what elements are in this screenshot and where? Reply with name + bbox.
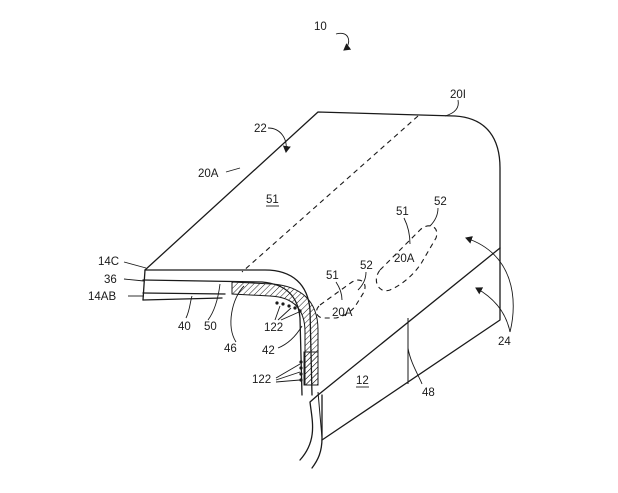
arrow-10: [335, 32, 352, 51]
label-region-a-51: 51: [326, 270, 339, 282]
label-sensor-top: 122: [264, 322, 283, 334]
label-left-edge: 20A: [198, 168, 219, 180]
layer-stack-left-edge: [142, 269, 146, 301]
leader-122-lower-b: [275, 371, 301, 381]
label-lower-face: 12: [356, 375, 369, 387]
label-region-a-20A: 20A: [332, 307, 353, 319]
top-face-outline: [144, 111, 501, 271]
leader-region-b-52: [429, 207, 439, 227]
leader-122-upper-b: [277, 307, 292, 321]
front-corner: [299, 247, 501, 461]
label-layer-mid: 36: [104, 274, 117, 286]
region-a: [315, 279, 366, 319]
leader-region-a-51: [335, 281, 343, 301]
leader-48: [407, 347, 423, 385]
labels: 10 20I 22 20A 51 51 52 20A 51 52 20A 14C…: [88, 21, 511, 399]
sensor-dots-upper: [275, 301, 302, 313]
flex-circuit: [231, 281, 319, 386]
label-region-a-52: 52: [360, 260, 373, 272]
label-region-b-52: 52: [434, 196, 447, 208]
leader-50: [207, 283, 221, 321]
layer-stack-bottom: [142, 292, 226, 295]
label-lower-arrow: 48: [422, 387, 435, 399]
label-layer-top: 14C: [98, 256, 119, 268]
fold-line: [241, 115, 419, 273]
leaders: [123, 32, 514, 385]
leader-122-lower-c: [275, 379, 301, 383]
leader-40: [185, 295, 193, 319]
label-top-edge: 20I: [450, 89, 466, 101]
label-inner-mid: 50: [204, 321, 217, 333]
label-top-face: 22: [254, 123, 267, 135]
label-bend-mark: 46: [224, 343, 237, 355]
region-a-outline: [315, 279, 366, 319]
label-side-face-arrow: 24: [498, 336, 511, 348]
label-sensor-bottom: 122: [252, 374, 271, 386]
arrow-24-lower: [475, 287, 511, 333]
corner-seam: [317, 391, 323, 439]
inner-wall: [142, 297, 223, 301]
leader-14C: [123, 261, 147, 269]
sensor-dots-lower: [299, 360, 303, 382]
leader-122-upper-c: [280, 311, 300, 321]
label-device: 10: [314, 21, 327, 33]
leader-122-lower: [275, 363, 301, 379]
front-edge-inner: [311, 394, 323, 469]
side-face-right: [321, 247, 501, 441]
leader-122-upper: [274, 305, 281, 321]
region-b: [375, 225, 438, 292]
leader-46: [230, 285, 245, 343]
label-region-b-20A: 20A: [394, 253, 415, 265]
label-bend-mid: 42: [262, 345, 275, 357]
label-inner-left: 40: [178, 321, 191, 333]
leader-20A: [225, 167, 241, 173]
arrow-22: [267, 127, 291, 153]
label-region-b-51: 51: [396, 206, 409, 218]
leader-20I: [444, 99, 459, 117]
label-layer-bottom: 14AB: [88, 291, 116, 303]
sensor-block: [303, 351, 319, 386]
leader-region-a-52: [357, 271, 367, 291]
arrow-24-upper: [465, 236, 514, 333]
region-b-outline: [375, 225, 438, 292]
leader-42: [277, 325, 303, 349]
device-body: [142, 111, 501, 469]
leader-36: [123, 278, 145, 282]
label-center-region: 51: [266, 194, 279, 206]
leader-region-b-51: [403, 217, 411, 245]
